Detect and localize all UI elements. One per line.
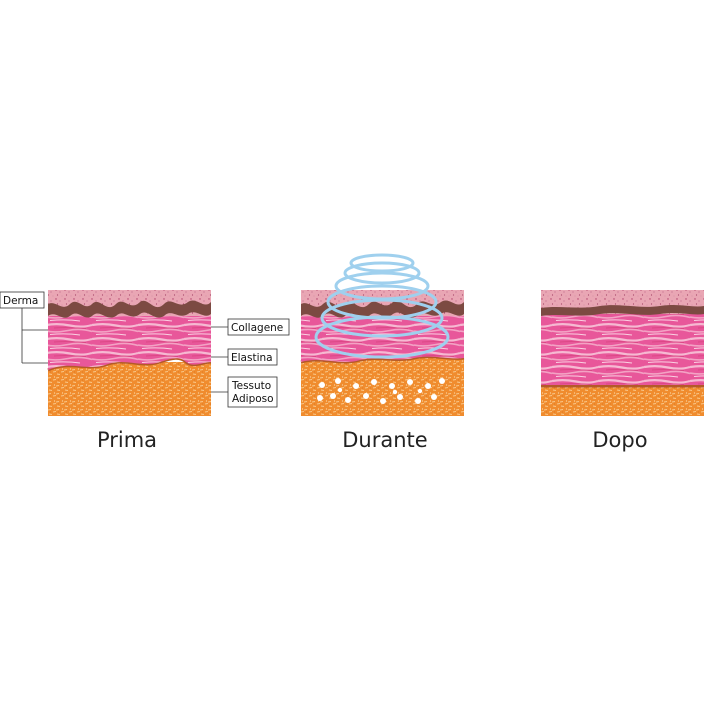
caption-prima: Prima xyxy=(97,428,157,452)
callouts: Derma Collagene Elastina Tessuto Adiposo xyxy=(0,291,290,408)
dermis-layer xyxy=(541,312,704,385)
derma-bracket xyxy=(21,308,48,364)
panel-after xyxy=(541,290,704,416)
panel-before xyxy=(47,290,212,416)
derma-callout-label: Derma xyxy=(3,295,38,307)
collagene-callout-box xyxy=(227,318,290,336)
smooth-skin-layer xyxy=(541,305,704,316)
tessuto-callout-line2: Adiposo xyxy=(232,393,274,405)
caption-durante: Durante xyxy=(342,428,427,452)
dermis-layer xyxy=(48,312,211,370)
fat-droplets-icon xyxy=(317,378,445,404)
tessuto-callout-box xyxy=(227,376,278,408)
collagene-callout-label: Collagene xyxy=(231,322,283,334)
elastina-callout-box xyxy=(227,348,278,366)
fat-layer xyxy=(48,362,211,416)
elastina-callout-label: Elastina xyxy=(231,352,273,364)
wrinkled-skin-layer xyxy=(48,300,211,318)
panel-during xyxy=(300,253,465,416)
caption-dopo: Dopo xyxy=(592,428,647,452)
fat-layer xyxy=(541,385,704,416)
fat-layer xyxy=(301,358,464,416)
ultrasound-wave-rings-icon xyxy=(314,253,450,359)
tessuto-callout-line1: Tessuto xyxy=(231,380,271,392)
